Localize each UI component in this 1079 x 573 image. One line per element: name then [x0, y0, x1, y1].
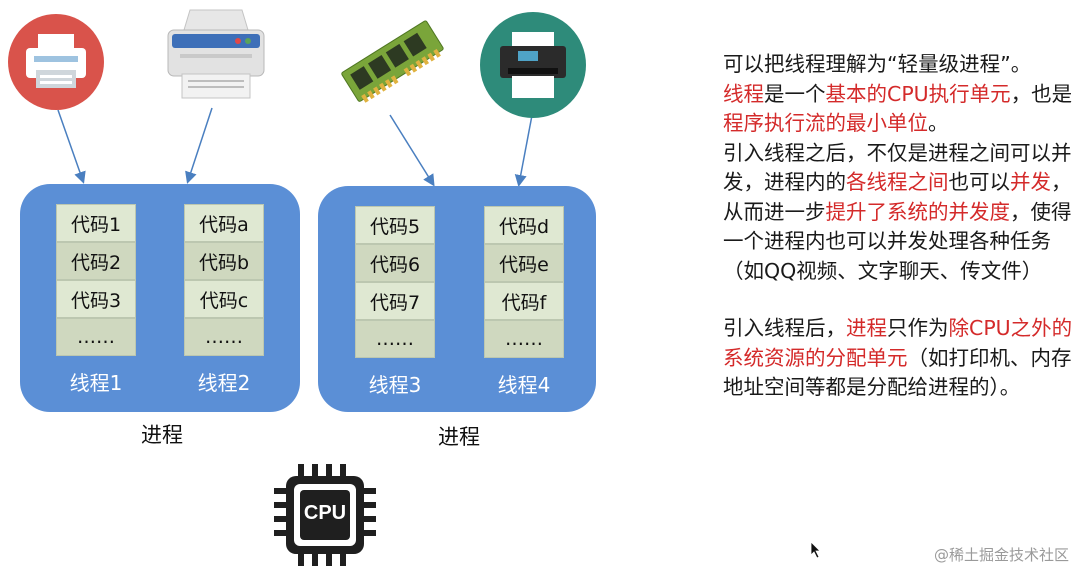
arrow-2: [185, 107, 213, 184]
body-text: （如打印机、内存地址空间等都是分配给进程的）。: [723, 345, 1072, 400]
body-text: ，也是: [1010, 81, 1073, 106]
thread-label: 线程1: [69, 371, 123, 395]
code-block: 代码b: [184, 242, 264, 280]
body-text: 只作为: [887, 316, 949, 340]
emphasis-text: 并发: [1010, 170, 1051, 194]
printer-icon: [8, 14, 104, 110]
paragraph-2: 线程是一个基本的CPU执行单元，也是程序执行流的最小单位。: [723, 80, 1079, 139]
cpu-chip-icon: CPU: [270, 460, 380, 570]
paragraph-4: 引入线程后，进程只作为除CPU之外的系统资源的分配单元（如打印机、内存地址空间等…: [723, 314, 1079, 403]
emphasis-text: 各线程之间: [846, 170, 949, 194]
code-block: 代码c: [184, 280, 264, 318]
code-column-thread3: 代码5 代码6 代码7 ……: [355, 206, 435, 358]
code-block: ……: [355, 320, 435, 358]
code-block: 代码d: [484, 206, 564, 244]
code-block: ……: [484, 320, 564, 358]
code-block: 代码7: [355, 282, 435, 320]
body-text: 引入线程后，: [723, 316, 846, 340]
code-block: ……: [56, 318, 136, 356]
emphasis-text: 基本的CPU执行单元: [825, 81, 1011, 106]
code-column-thread4: 代码d 代码e 代码f ……: [484, 206, 564, 358]
code-column-thread2: 代码a 代码b 代码c ……: [184, 204, 264, 356]
code-block: 代码2: [56, 242, 136, 280]
process-label: 进程: [438, 425, 480, 449]
process-label: 进程: [141, 423, 183, 447]
paragraph-1: 可以把线程理解为“轻量级进程”。: [723, 50, 1079, 80]
process-box-2: 代码5 代码6 代码7 …… 代码d 代码e 代码f …… 线程3 线程4: [318, 186, 596, 412]
code-column-thread1: 代码1 代码2 代码3 ……: [56, 204, 136, 356]
explanation-panel: 可以把线程理解为“轻量级进程”。 线程是一个基本的CPU执行单元，也是程序执行流…: [723, 50, 1079, 403]
emphasis-text: 线程: [723, 81, 764, 106]
code-block: ……: [184, 318, 264, 356]
thread-label: 线程2: [197, 371, 251, 395]
arrow-1: [57, 109, 86, 184]
emphasis-text: 进程: [846, 316, 887, 340]
process-box-1: 代码1 代码2 代码3 …… 代码a 代码b 代码c …… 线程1 线程2: [20, 184, 300, 412]
thread-label: 线程4: [497, 373, 551, 397]
body-text: ，从而进一步: [723, 170, 1072, 224]
paragraph-3: 引入线程之后，不仅是进程之间可以并发，进程内的各线程之间也可以并发，从而进一步提…: [723, 139, 1079, 287]
memory-icon: [341, 20, 444, 103]
body-text: 引入线程之后，不仅是进程之间可以并发，进程内的: [723, 140, 1072, 195]
watermark: @稀土掘金技术社区: [933, 546, 1069, 564]
code-block: 代码6: [355, 244, 435, 282]
printer-icon: [480, 12, 586, 118]
arrow-4: [514, 109, 534, 187]
mouse-cursor-icon: [810, 541, 821, 559]
body-text: 是一个: [764, 81, 826, 106]
cpu-label: CPU: [303, 502, 347, 524]
body-text: ，使得一个进程内也可以并发处理各种任务（如QQ视频、文字聊天、传文件）: [723, 199, 1072, 283]
emphasis-text: 提升了系统的并发度: [825, 199, 1011, 224]
body-text: 。: [928, 111, 949, 135]
thread-label: 线程3: [368, 373, 422, 397]
code-block: 代码3: [56, 280, 136, 318]
code-block: 代码5: [355, 206, 435, 244]
emphasis-text: 程序执行流的最小单位: [723, 111, 928, 135]
code-block: 代码f: [484, 282, 564, 320]
arrow-3: [389, 114, 435, 187]
body-text: 也可以: [948, 170, 1011, 194]
body-text: 可以把线程理解为“轻量级进程”。: [723, 52, 1032, 76]
code-block: 代码a: [184, 204, 264, 242]
printer-icon: [167, 9, 265, 99]
code-block: 代码e: [484, 244, 564, 282]
emphasis-text: 除CPU之外的系统资源的分配单元: [723, 316, 1073, 370]
code-block: 代码1: [56, 204, 136, 242]
